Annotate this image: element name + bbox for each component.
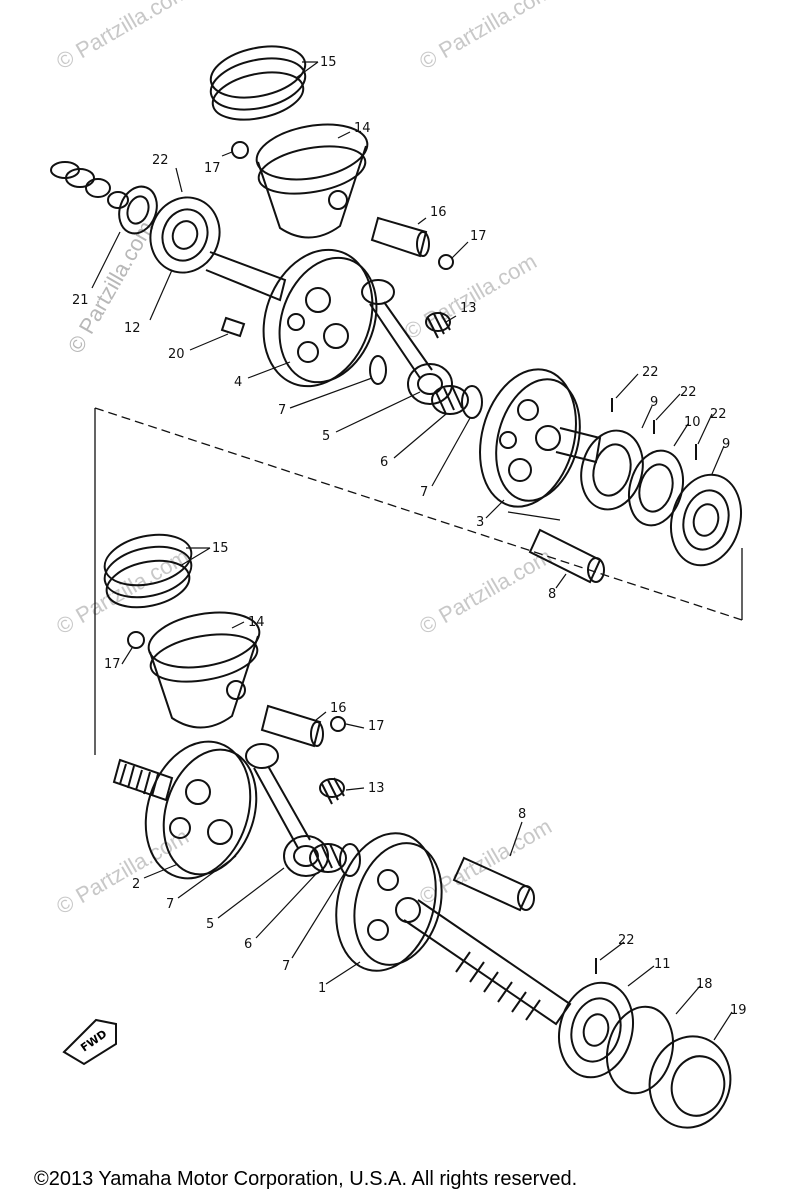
lower-assembly: [62, 533, 732, 1129]
callout-9-upper-b: 9: [722, 437, 730, 452]
piston-rings-upper: [209, 45, 307, 121]
callout-22-upper-c: 22: [680, 385, 697, 400]
crank-shaft-stub: [205, 251, 287, 302]
callout-13-lower: 13: [368, 781, 385, 796]
circlip-18: [606, 1005, 674, 1095]
left-shaft-upper: [50, 161, 158, 235]
watermark-4: © Partzilla.com: [52, 544, 193, 640]
callout-5-lower: 5: [206, 917, 214, 932]
piston-pin-lower: [260, 704, 324, 748]
crank-wheel-3: [479, 368, 602, 508]
callout-18: 18: [696, 977, 713, 992]
callout-1: 1: [318, 981, 326, 996]
copyright-notice: ©2013 Yamaha Motor Corporation, U.S.A. A…: [34, 1168, 578, 1190]
callout-7-lower-a: 7: [166, 897, 174, 912]
callout-17-upper-b: 17: [470, 229, 487, 244]
callout-20: 20: [168, 347, 185, 362]
callout-5-upper: 5: [322, 429, 330, 444]
callout-8-upper: 8: [548, 587, 556, 602]
needle-bearing-lower: [319, 777, 345, 805]
watermark-2: © Partzilla.com: [415, 0, 556, 74]
callout-13-upper: 13: [460, 301, 477, 316]
crank-pin-upper: [369, 355, 483, 419]
callout-10: 10: [684, 415, 701, 430]
callout-14-upper: 14: [354, 121, 371, 136]
callout-6-upper: 6: [380, 455, 388, 470]
clip-17-lower-b: [330, 716, 346, 732]
callout-7-lower-b: 7: [282, 959, 290, 974]
crank-pin-lower: [309, 843, 361, 877]
piston-rings-lower: [103, 533, 193, 609]
spacer-10: [628, 449, 684, 527]
bearing-9-b: [670, 473, 742, 567]
callout-8-lower: 8: [518, 807, 526, 822]
callout-2: 2: [132, 877, 140, 892]
callout-16-lower: 16: [330, 701, 347, 716]
piston-lower: [147, 611, 261, 729]
needle-bearing-upper: [425, 311, 451, 339]
callout-6-lower: 6: [244, 937, 252, 952]
callout-21: 21: [72, 293, 89, 308]
pin-8-lower: [452, 856, 535, 912]
callout-19: 19: [730, 1003, 747, 1018]
bearing-9-a: [580, 429, 644, 511]
callout-4: 4: [234, 375, 242, 390]
callout-22-upper-b: 22: [642, 365, 659, 380]
callout-12: 12: [124, 321, 141, 336]
callout-7-upper-a: 7: [278, 403, 286, 418]
watermark-3: © Partzilla.com: [400, 249, 541, 345]
piston-pin-upper: [370, 216, 430, 258]
callout-16-upper: 16: [430, 205, 447, 220]
assembly-frame: [94, 407, 743, 755]
splined-shaft-left: [112, 758, 174, 802]
callout-22-upper-a: 22: [152, 153, 169, 168]
key-20: [220, 316, 246, 338]
oil-seal-19: [648, 1035, 732, 1129]
callout-7-upper-b: 7: [420, 485, 428, 500]
bearing-11: [558, 981, 634, 1079]
callout-11: 11: [654, 957, 671, 972]
callout-17-lower-a: 17: [104, 657, 121, 672]
callout-15-lower: 15: [212, 541, 229, 556]
upper-assembly: [50, 45, 742, 584]
callout-22-lower: 22: [618, 933, 635, 948]
con-rod-upper: [361, 279, 453, 405]
clip-17-upper-a: [231, 141, 249, 159]
pin-8-upper: [528, 528, 605, 584]
callout-17-upper-a: 17: [204, 161, 221, 176]
callout-9-upper-a: 9: [650, 395, 658, 410]
crank-wheel-2: [144, 740, 258, 880]
leader-lines: [91, 61, 733, 1041]
output-shaft: [403, 899, 572, 1026]
crank-wheel-4: [262, 248, 378, 388]
callout-22-upper-d: 22: [710, 407, 727, 422]
fwd-arrow: [62, 1018, 117, 1066]
piston-upper: [255, 123, 369, 239]
watermark-1: © Partzilla.com: [52, 0, 193, 74]
crank-wheel-1: [335, 832, 443, 972]
con-rod-lower: [245, 743, 329, 877]
watermark-5: © Partzilla.com: [415, 544, 556, 640]
callout-3: 3: [476, 515, 484, 530]
clip-17-upper-b: [438, 254, 454, 270]
callout-14-lower: 14: [248, 615, 265, 630]
watermark-vertical: © Partzilla.com: [63, 217, 159, 358]
callout-labels: 15 14 17 22 16 17 21 12 13 20 4 7 5 6 7 …: [72, 55, 747, 1018]
clip-17-lower-a: [127, 631, 145, 649]
callout-17-lower-b: 17: [368, 719, 385, 734]
callout-15-upper: 15: [320, 55, 337, 70]
